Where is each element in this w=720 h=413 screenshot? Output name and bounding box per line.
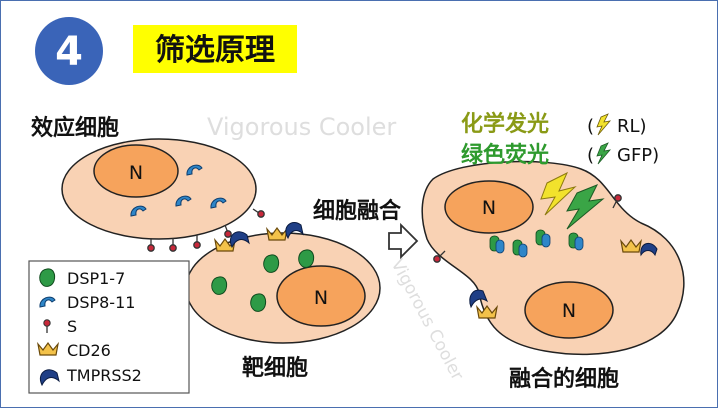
fused-spike-proteins xyxy=(433,194,622,263)
reconstituted-dsp-group xyxy=(489,229,584,258)
fused-nucleus-2-label: N xyxy=(562,300,576,322)
legend-item-label: CD26 xyxy=(67,341,111,360)
tmprss2-icon xyxy=(640,242,658,257)
watermark-rotated: Vigorous Cooler xyxy=(387,256,468,384)
tmprss2-icon xyxy=(40,369,60,387)
target-cell-label: 靶细胞 xyxy=(242,355,308,381)
legend: DSP1-7 DSP8-11 S CD26 TMPRSS2 xyxy=(28,260,190,394)
legend-item-label: DSP1-7 xyxy=(67,269,125,288)
chemiluminescence-label: 化学发光 xyxy=(461,111,549,137)
step-number: 4 xyxy=(55,29,83,75)
fused-nucleus-1 xyxy=(444,180,534,234)
target-nucleus xyxy=(276,265,366,327)
gfp-bolt-icon xyxy=(596,142,612,165)
arrow-right-icon xyxy=(388,222,419,260)
dsp1-7-icon xyxy=(298,249,315,268)
step-number-circle xyxy=(35,17,103,85)
green-fluorescence-label: 绿色荧光 xyxy=(461,142,549,168)
lightning-yellow-icon xyxy=(540,171,577,216)
fused-nucleus-1-label: N xyxy=(482,197,496,219)
gfp-open-paren: ( xyxy=(587,145,594,166)
dsp1-7-icon xyxy=(39,268,56,287)
tmprss2-icon xyxy=(469,289,489,309)
dsp1-7-icon xyxy=(263,254,280,273)
cd26-receptor-icon xyxy=(620,238,642,253)
fused-nucleus-2 xyxy=(524,281,614,339)
gfp-label: GFP) xyxy=(617,145,659,166)
spike-s-proteins xyxy=(147,208,265,252)
cell-fusion-label: 细胞融合 xyxy=(313,198,402,224)
title-box xyxy=(133,25,297,73)
cd26-receptor-icon xyxy=(266,226,288,241)
lightning-green-icon xyxy=(566,184,605,230)
legend-item-label: DSP8-11 xyxy=(67,293,135,312)
target-nucleus-label: N xyxy=(314,287,328,309)
rl-bolt-icon xyxy=(596,113,612,136)
rl-open-paren: ( xyxy=(587,116,594,137)
spike-s-icon xyxy=(43,319,51,333)
legend-item-label: TMPRSS2 xyxy=(66,366,142,385)
rl-label: RL) xyxy=(617,116,647,137)
tmprss2-icon xyxy=(230,231,250,249)
cd26-receptor-icon xyxy=(476,304,498,319)
fused-cell-label: 融合的细胞 xyxy=(509,366,619,392)
dsp1-7-icon xyxy=(250,293,267,312)
dsp1-7-icon xyxy=(211,276,228,295)
watermark: Vigorous Cooler xyxy=(207,113,396,141)
effector-cell-label: 效应细胞 xyxy=(31,115,119,141)
page-title: 筛选原理 xyxy=(155,33,275,68)
legend-item-label: S xyxy=(67,317,77,336)
effector-nucleus xyxy=(93,144,179,198)
effector-nucleus-label: N xyxy=(129,162,143,184)
legend-box xyxy=(28,260,190,394)
cd26-receptor-icon xyxy=(37,341,59,356)
tmprss2-icon xyxy=(285,222,304,240)
